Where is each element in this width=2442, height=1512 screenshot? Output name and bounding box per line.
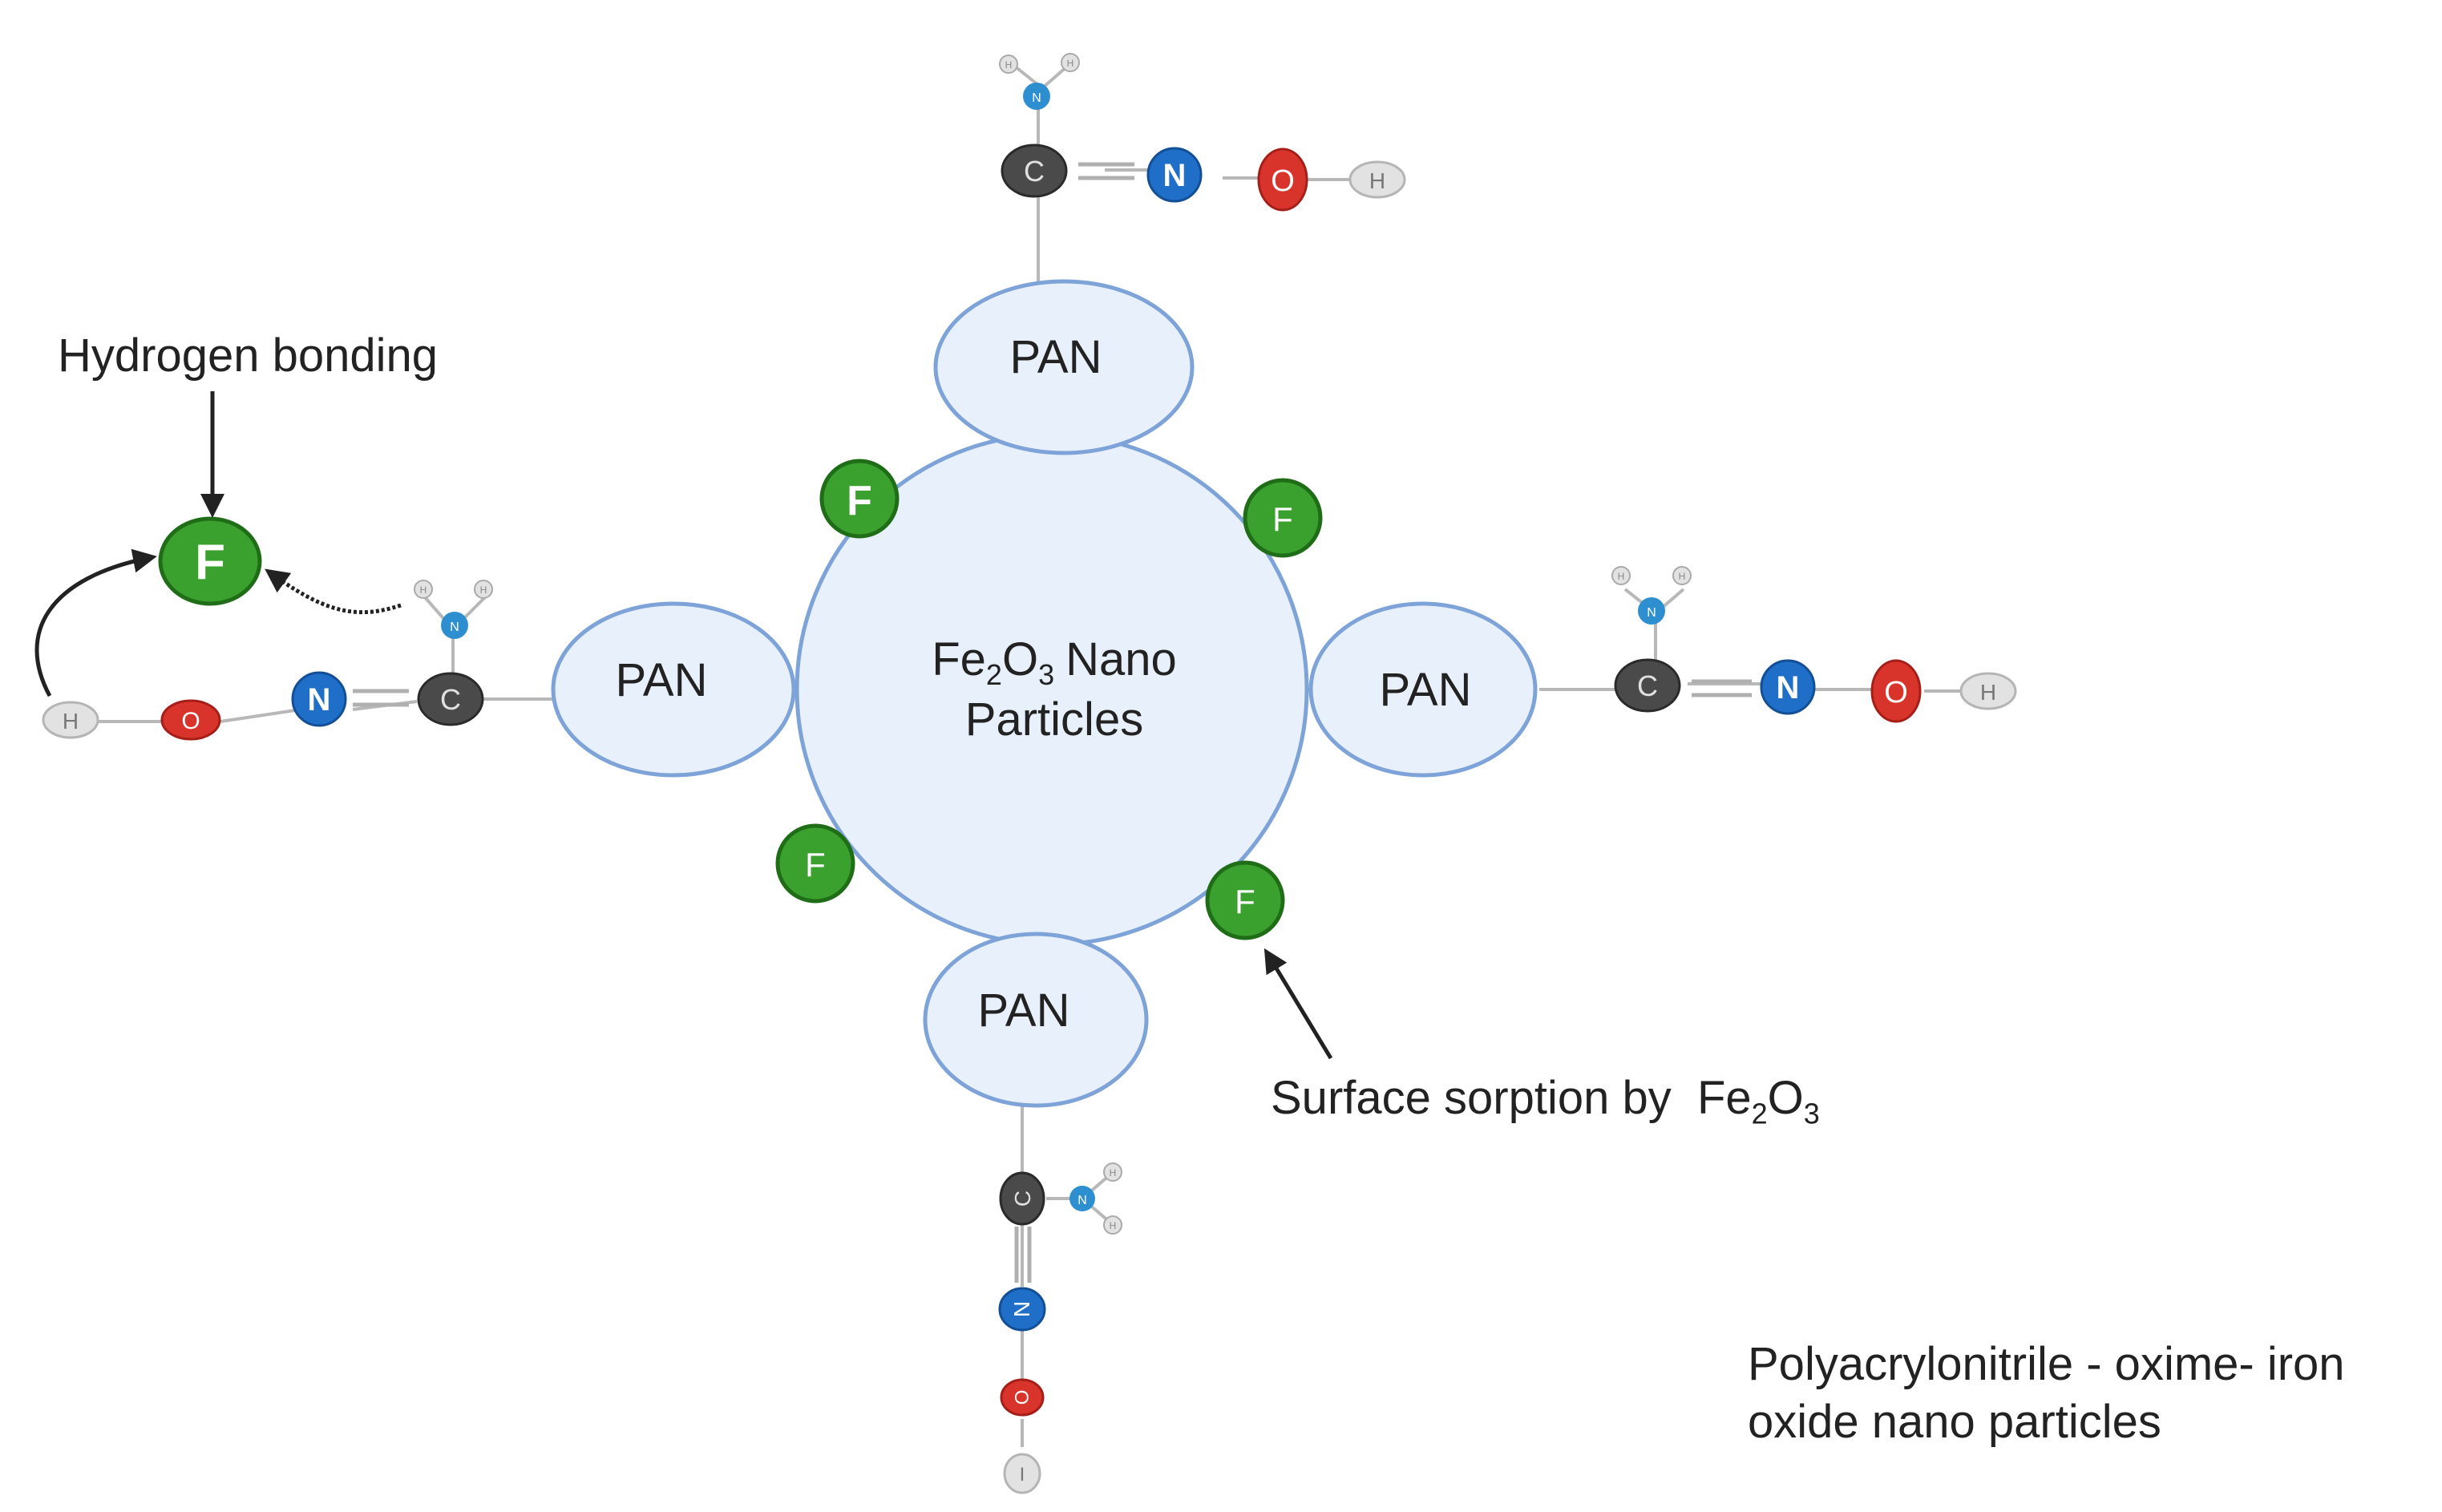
svg-text:N: N xyxy=(1777,670,1800,705)
nitrogen-atom xyxy=(291,671,347,727)
hydrogen-atom xyxy=(1959,672,2017,710)
amine-hydrogen xyxy=(999,55,1018,74)
fluoride-ions: F F F F F xyxy=(158,459,1323,940)
svg-text:N: N xyxy=(1077,1194,1087,1207)
svg-text:N: N xyxy=(450,621,459,634)
oxime-chain-right: C N O H N H H xyxy=(1611,566,2017,723)
core-particles-label: Particles xyxy=(965,693,1143,746)
svg-text:F: F xyxy=(195,535,225,590)
svg-text:N: N xyxy=(1163,158,1187,193)
pan-labels: PAN PAN PAN PAN xyxy=(616,331,1472,1037)
svg-text:H: H xyxy=(420,584,427,596)
nitrogen-atom xyxy=(1146,147,1203,203)
amine-hydrogen xyxy=(414,580,433,599)
svg-text:H: H xyxy=(1110,1220,1117,1231)
svg-text:N: N xyxy=(308,682,331,718)
oxygen-atom xyxy=(1000,1378,1045,1417)
pan-top xyxy=(933,279,1195,455)
pan-left-label: PAN xyxy=(616,654,708,706)
oxygen-atom xyxy=(1257,148,1308,212)
arrows xyxy=(34,391,1333,1060)
double-bonds xyxy=(353,162,1752,1283)
svg-text:C: C xyxy=(1637,669,1658,702)
oxime-chain-left: C N O H N H H xyxy=(42,580,493,741)
hbond-curved-arrow-left xyxy=(34,548,157,697)
hbond-curved-arrow-right xyxy=(265,568,402,615)
amine-nitrogen xyxy=(1023,83,1050,110)
svg-text:O: O xyxy=(1884,676,1908,710)
svg-text:H: H xyxy=(63,709,79,734)
svg-text:F: F xyxy=(1235,883,1255,920)
amine-nitrogen xyxy=(1638,597,1665,625)
carbon-atom xyxy=(1001,144,1068,198)
carbon-atom xyxy=(999,1171,1045,1226)
svg-text:F: F xyxy=(1272,500,1293,538)
svg-text:F: F xyxy=(805,846,826,883)
fluoride-ion-1: F xyxy=(819,459,900,539)
svg-text:O: O xyxy=(1010,1390,1032,1405)
svg-text:H: H xyxy=(1110,1167,1117,1178)
svg-text:C: C xyxy=(440,683,461,716)
surface-sorption-prefix: Surface sorption by xyxy=(1271,1072,1672,1124)
nitrogen-atom xyxy=(998,1287,1046,1332)
amine-hydrogen xyxy=(474,580,493,599)
pan-right xyxy=(1308,601,1538,778)
svg-text:H: H xyxy=(1369,168,1385,193)
svg-text:H: H xyxy=(1005,59,1013,71)
oxime-chain-bottom: C N O I N H H xyxy=(998,1162,1122,1494)
svg-text:F: F xyxy=(847,478,872,524)
fluoride-ion-4: F xyxy=(1205,860,1285,940)
svg-text:N: N xyxy=(1009,1301,1034,1317)
caption-line-2: oxide nano particles xyxy=(1748,1396,2161,1448)
hydrogen-atom xyxy=(1348,160,1406,199)
amine-hydrogen xyxy=(1611,566,1631,585)
svg-text:H: H xyxy=(1679,571,1686,582)
svg-text:O: O xyxy=(181,708,200,734)
pan-right-label: PAN xyxy=(1380,664,1472,716)
amine-nitrogen xyxy=(1069,1186,1095,1211)
pan-left xyxy=(551,601,796,778)
hydrogen-bonding-label: Hydrogen bonding xyxy=(58,329,439,382)
hydrogen-atom xyxy=(1003,1453,1041,1494)
svg-text:I: I xyxy=(1020,1464,1025,1486)
amine-hydrogen xyxy=(1103,1215,1122,1235)
svg-text:H: H xyxy=(1067,58,1074,69)
svg-text:N: N xyxy=(1032,91,1041,105)
hydrogen-atom xyxy=(42,701,99,739)
oxygen-atom xyxy=(160,699,221,741)
amine-hydrogen xyxy=(1103,1162,1122,1182)
fluoride-ion-hbond: F xyxy=(158,516,262,606)
pan-top-label: PAN xyxy=(1010,331,1102,383)
svg-text:H: H xyxy=(1980,680,1996,705)
svg-text:C: C xyxy=(1010,1191,1035,1207)
svg-text:H: H xyxy=(480,584,487,596)
oxygen-atom xyxy=(1870,659,1922,723)
amine-hydrogen xyxy=(1061,53,1080,72)
oxime-chain-top: C N O H N H H xyxy=(999,53,1406,212)
surface-sorption-formula: Fe2O3 xyxy=(1696,1072,1820,1130)
sorption-arrow xyxy=(1263,948,1333,1060)
amine-hydrogen xyxy=(1672,566,1692,585)
pan-units xyxy=(551,279,1538,1108)
svg-text:O: O xyxy=(1271,164,1295,198)
caption-line-1: Polyacrylonitrile - oxime- iron xyxy=(1748,1338,2345,1390)
pan-bottom xyxy=(923,932,1149,1108)
pan-bottom-label: PAN xyxy=(978,984,1070,1037)
amine-nitrogen xyxy=(441,612,468,639)
nitrogen-atom xyxy=(1760,659,1816,715)
fluoride-ion-3: F xyxy=(775,823,855,904)
svg-text:H: H xyxy=(1618,571,1625,582)
svg-text:C: C xyxy=(1024,155,1045,188)
surface-sorption-label: Surface sorption by Fe2O3 xyxy=(1271,1071,1820,1131)
carbon-atom xyxy=(417,672,484,726)
fluoride-ion-2: F xyxy=(1243,478,1323,558)
carbon-atom xyxy=(1614,658,1681,713)
svg-text:N: N xyxy=(1647,606,1656,620)
